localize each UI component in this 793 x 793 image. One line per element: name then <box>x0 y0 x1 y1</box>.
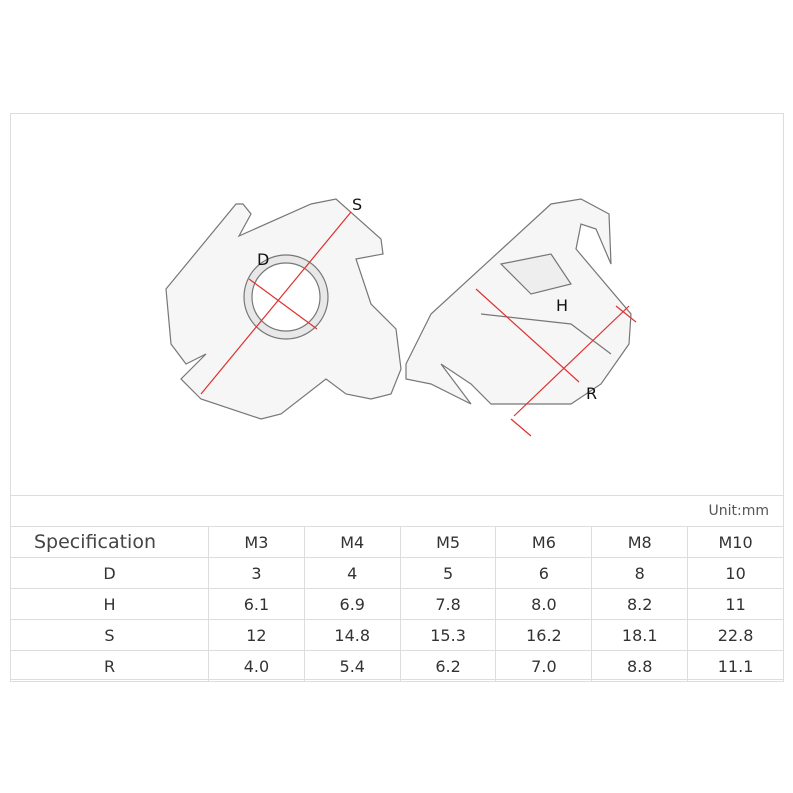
table-cell: 18.1 <box>591 619 689 651</box>
table-row: S 12 14.8 15.3 16.2 18.1 22.8 <box>10 619 784 651</box>
table-cell: 8.2 <box>591 588 689 620</box>
table-cell: 5 <box>399 557 497 589</box>
dimension-line-s <box>200 211 352 395</box>
header-cell: Specification <box>10 526 209 558</box>
table-row: D 3 4 5 6 8 10 <box>10 557 784 589</box>
header-cell: M3 <box>208 526 305 558</box>
row-label: D <box>10 557 209 589</box>
header-cell: M4 <box>303 526 401 558</box>
table-cell: 4.0 <box>208 650 305 682</box>
table-cell: 7.0 <box>495 650 593 682</box>
header-cell: M6 <box>495 526 593 558</box>
label-h: H <box>556 296 568 315</box>
table-cell: 7.8 <box>399 588 497 620</box>
table-cell: 16.2 <box>495 619 593 651</box>
label-d: D <box>257 250 269 269</box>
unit-label: Unit:mm <box>708 503 770 519</box>
unit-row: Unit:mm <box>11 495 783 526</box>
tee-nut-diagram: S D H R <box>11 114 783 495</box>
table-cell: 8 <box>591 557 689 589</box>
spec-sheet: S D H R Unit:mm Specification M3 M4 M5 M… <box>10 113 784 682</box>
table-cell: 6.2 <box>399 650 497 682</box>
header-cell: M10 <box>687 526 784 558</box>
table-cell: 11.1 <box>687 650 784 682</box>
tee-nut-side-view <box>405 198 632 405</box>
table-cell: 4 <box>303 557 401 589</box>
table-cell: 3 <box>208 557 305 589</box>
dimension-lines <box>200 211 637 437</box>
table-cell: 10 <box>687 557 784 589</box>
spec-table: Specification M3 M4 M5 M6 M8 M10 D 3 4 5… <box>10 526 784 682</box>
table-cell: 5.4 <box>303 650 401 682</box>
table-cell: 22.8 <box>687 619 784 651</box>
table-cell: 6.1 <box>208 588 305 620</box>
table-cell: 14.8 <box>303 619 401 651</box>
table-row: H 6.1 6.9 7.8 8.0 8.2 11 <box>10 588 784 620</box>
table-cell: 15.3 <box>399 619 497 651</box>
table-cell: 6 <box>495 557 593 589</box>
row-label: R <box>10 650 209 682</box>
table-cell: 11 <box>687 588 784 620</box>
dimension-line-r <box>513 305 630 417</box>
row-label: H <box>10 588 209 620</box>
dimension-line-h <box>475 288 580 383</box>
label-s: S <box>352 195 362 214</box>
header-cell: M5 <box>399 526 497 558</box>
table-header-row: Specification M3 M4 M5 M6 M8 M10 <box>10 526 784 558</box>
table-cell: 12 <box>208 619 305 651</box>
tee-nut-top-view <box>165 198 402 420</box>
label-r: R <box>586 384 597 403</box>
dimension-line-d <box>248 278 318 330</box>
table-cell: 6.9 <box>303 588 401 620</box>
table-cell: 8.0 <box>495 588 593 620</box>
row-label: S <box>10 619 209 651</box>
header-cell: M8 <box>591 526 689 558</box>
table-cell: 8.8 <box>591 650 689 682</box>
table-row: R 4.0 5.4 6.2 7.0 8.8 11.1 <box>10 650 784 682</box>
